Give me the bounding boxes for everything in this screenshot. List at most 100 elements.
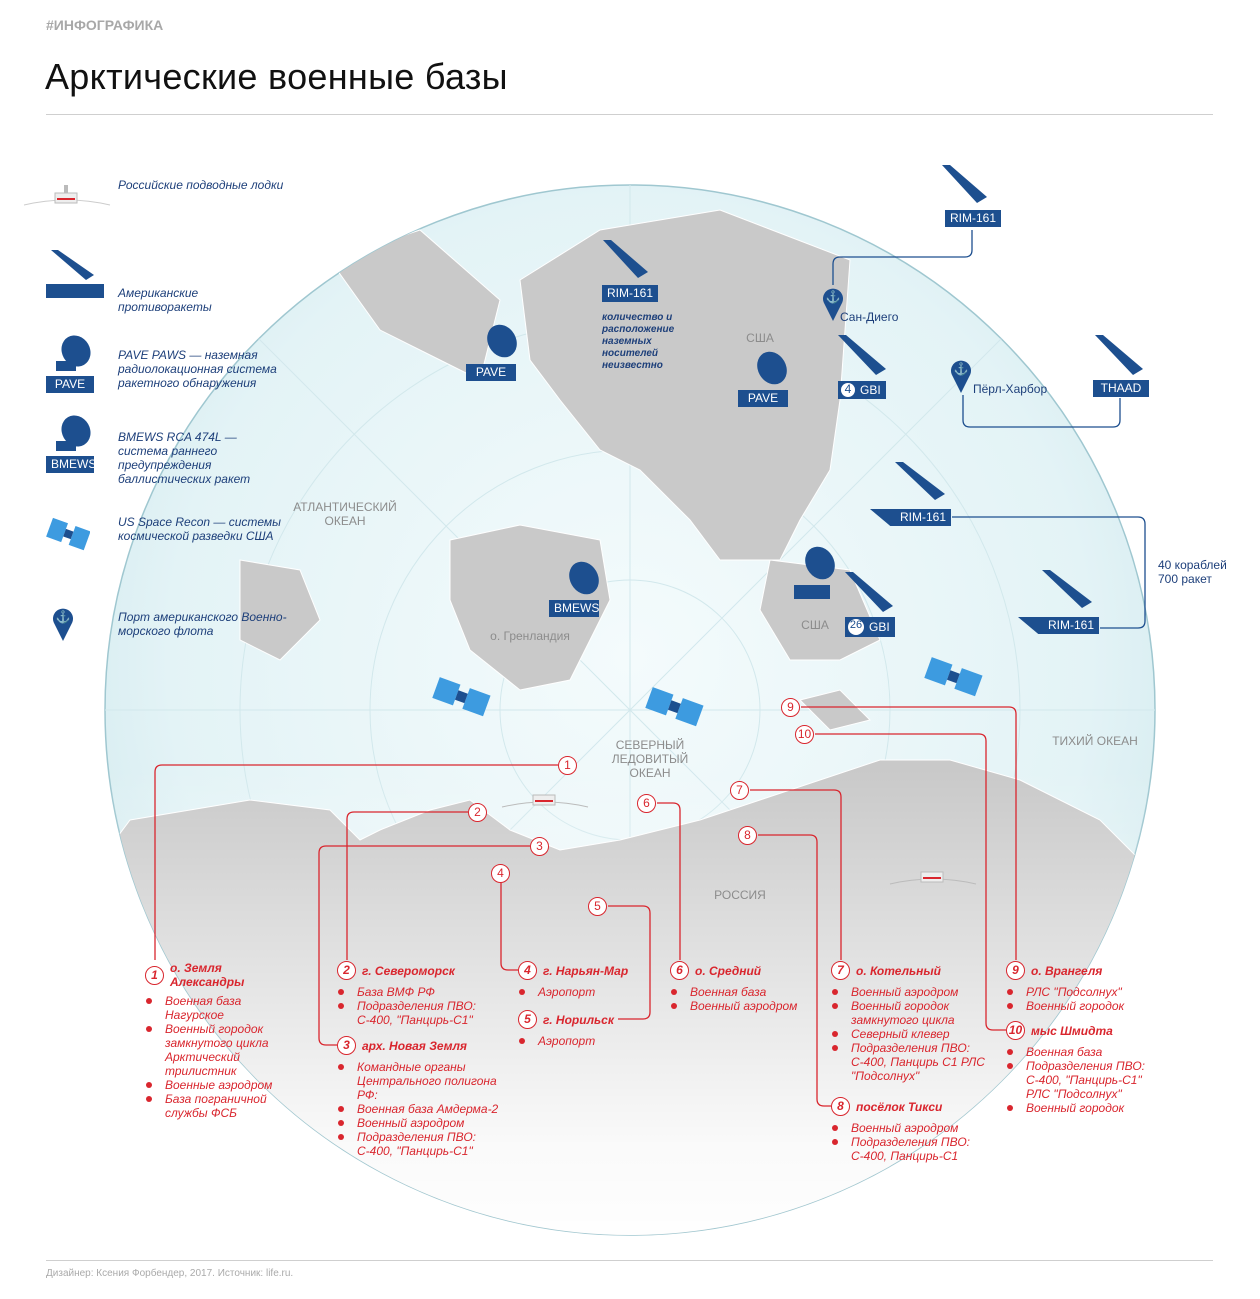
footer-credits: Дизайнер: Ксения Форбендер, 2017. Источн… bbox=[46, 1268, 294, 1279]
page-title: Арктические военные базы bbox=[45, 56, 508, 97]
site-number: 4 bbox=[518, 961, 537, 980]
site-item: Северный клевер bbox=[832, 1027, 996, 1041]
map-marker-5[interactable]: 5 bbox=[588, 897, 607, 916]
map-marker-9[interactable]: 9 bbox=[781, 698, 800, 717]
missile-icon bbox=[603, 240, 648, 278]
missile-icon bbox=[845, 572, 893, 612]
site-list-3: 3 арх. Новая Земля Командные органы Центр… bbox=[337, 1036, 512, 1158]
radar-dish-icon bbox=[569, 561, 599, 595]
site-number: 5 bbox=[518, 1010, 537, 1029]
site-item: Военная база bbox=[671, 985, 820, 999]
radar-dish-icon bbox=[757, 351, 787, 385]
site-item: РЛС "Подсолнух" bbox=[1007, 985, 1156, 999]
site-item: Военный городок bbox=[1007, 999, 1156, 1013]
site-number: 3 bbox=[337, 1036, 356, 1055]
site-number: 6 bbox=[670, 961, 689, 980]
site-item: Военный аэродром bbox=[338, 1116, 512, 1130]
hashtag: #ИНФОГРАФИКА bbox=[46, 17, 164, 33]
submarine-icon bbox=[501, 794, 589, 808]
site-item: Командные органы Центрального полигона Р… bbox=[338, 1060, 512, 1102]
map-marker-3[interactable]: 3 bbox=[530, 837, 549, 856]
missile-icon bbox=[895, 462, 945, 500]
label-san-diego: Сан-Диего bbox=[840, 310, 899, 324]
map-marker-7[interactable]: 7 bbox=[730, 781, 749, 800]
radar-dish-icon bbox=[487, 324, 517, 358]
map-marker-2[interactable]: 2 bbox=[468, 803, 487, 822]
missile-icon bbox=[838, 335, 886, 375]
thaad-badge: THAAD bbox=[1093, 380, 1149, 397]
site-item: Военный аэродром bbox=[832, 985, 996, 999]
site-item: Подразделения ПВО: С-400, Панцирь С1 РЛС… bbox=[832, 1041, 991, 1083]
rim161-badge: RIM-161 bbox=[870, 509, 952, 526]
legend-text-submarines: Российские подводные лодки bbox=[118, 178, 284, 192]
map-marker-1[interactable]: 1 bbox=[558, 756, 577, 775]
gbi-label: GBI bbox=[869, 619, 890, 634]
radar-dish-icon bbox=[794, 546, 835, 599]
site-number: 9 bbox=[1006, 961, 1025, 980]
site-item: Подразделения ПВО: С-400, "Панцирь-С1" bbox=[338, 1130, 497, 1158]
site-name: арх. Новая Земля bbox=[362, 1038, 467, 1053]
pave-badge: PAVE bbox=[466, 364, 516, 381]
svg-text:⚓: ⚓ bbox=[826, 290, 841, 304]
site-item: Военная база Амдерма-2 bbox=[338, 1102, 512, 1116]
map-marker-8[interactable]: 8 bbox=[738, 826, 757, 845]
svg-text:⚓: ⚓ bbox=[954, 362, 969, 376]
site-name: о. Врангеля bbox=[1031, 963, 1103, 978]
site-item: База ВМФ РФ bbox=[338, 985, 512, 999]
legend-text-satellites: US Space Recon — системы космической раз… bbox=[118, 515, 281, 543]
label-greenland: о. Гренландия bbox=[490, 629, 570, 643]
site-item: База пограничной службы ФСБ bbox=[146, 1092, 275, 1120]
anchor-pin-icon: ⚓ bbox=[52, 603, 74, 646]
label-atlantic: АТЛАНТИЧЕСКИЙ ОКЕАН bbox=[293, 500, 397, 528]
submarine-icon bbox=[889, 871, 977, 885]
unknown-launchers-note: количество и расположение наземных носит… bbox=[602, 312, 675, 371]
map-marker-10[interactable]: 10 bbox=[795, 725, 814, 744]
divider bbox=[46, 114, 1213, 115]
label-pearl-harbor: Пёрл-Харбор bbox=[973, 382, 1048, 396]
site-item: Военные аэродром bbox=[146, 1078, 295, 1092]
site-name: посёлок Тикси bbox=[856, 1099, 943, 1114]
label-pacific: ТИХИЙ ОКЕАН bbox=[1052, 734, 1138, 748]
site-name: г. Североморск bbox=[362, 963, 455, 978]
legend-badge-bmews: BMEWS bbox=[46, 456, 96, 473]
missile-icon bbox=[1095, 335, 1143, 375]
legend-text-navy-port: Порт американского Военно-морского флота bbox=[118, 610, 287, 638]
site-item: Военный аэродром bbox=[832, 1121, 996, 1135]
legend-text-pave: PAVE PAWS — наземная радиолокационная си… bbox=[118, 348, 277, 390]
legend-badge-pave: PAVE bbox=[46, 376, 94, 393]
bmews-badge: BMEWS bbox=[549, 600, 599, 617]
legend-text-missiles: Американские противоракеты bbox=[118, 286, 212, 314]
site-item: Военный городок замкнутого цикла Арктиче… bbox=[146, 1022, 275, 1078]
label-arctic: СЕВЕРНЫЙ ЛЕДОВИТЫЙ ОКЕАН bbox=[611, 738, 689, 780]
site-name: мыс Шмидта bbox=[1031, 1023, 1113, 1038]
rim161-badge: RIM-161 bbox=[602, 285, 659, 302]
satellite-icon bbox=[432, 677, 491, 717]
site-item: Подразделения ПВО: С-400, Панцирь-С1 bbox=[832, 1135, 981, 1163]
site-item: Аэропорт bbox=[519, 985, 643, 999]
map-marker-4[interactable]: 4 bbox=[491, 864, 510, 883]
rim161-badge: RIM-161 bbox=[945, 210, 1002, 227]
site-number: 10 bbox=[1006, 1021, 1025, 1040]
site-list-9: 9 о. Врангеля РЛС "Подсолнух"Военный горо… bbox=[1006, 961, 1156, 1013]
pave-badge: PAVE bbox=[738, 390, 788, 407]
missile-icon bbox=[1042, 570, 1092, 608]
satellite-icon bbox=[924, 657, 983, 697]
site-number: 1 bbox=[145, 965, 164, 985]
site-item: Военный городок bbox=[1007, 1101, 1171, 1115]
site-item: Военный городок замкнутого цикла bbox=[832, 999, 961, 1027]
submarine-icon bbox=[22, 183, 112, 218]
site-item: Военная база bbox=[1007, 1045, 1171, 1059]
missile-launcher-icon bbox=[46, 250, 106, 305]
site-item: Аэропорт bbox=[519, 1034, 618, 1048]
site-name: г. Норильск bbox=[543, 1012, 614, 1027]
radar-dish-icon: BMEWS bbox=[46, 415, 96, 473]
site-name: о. Земля Александры bbox=[170, 961, 245, 989]
label-usa: США bbox=[746, 331, 774, 345]
map-marker-6[interactable]: 6 bbox=[637, 794, 656, 813]
